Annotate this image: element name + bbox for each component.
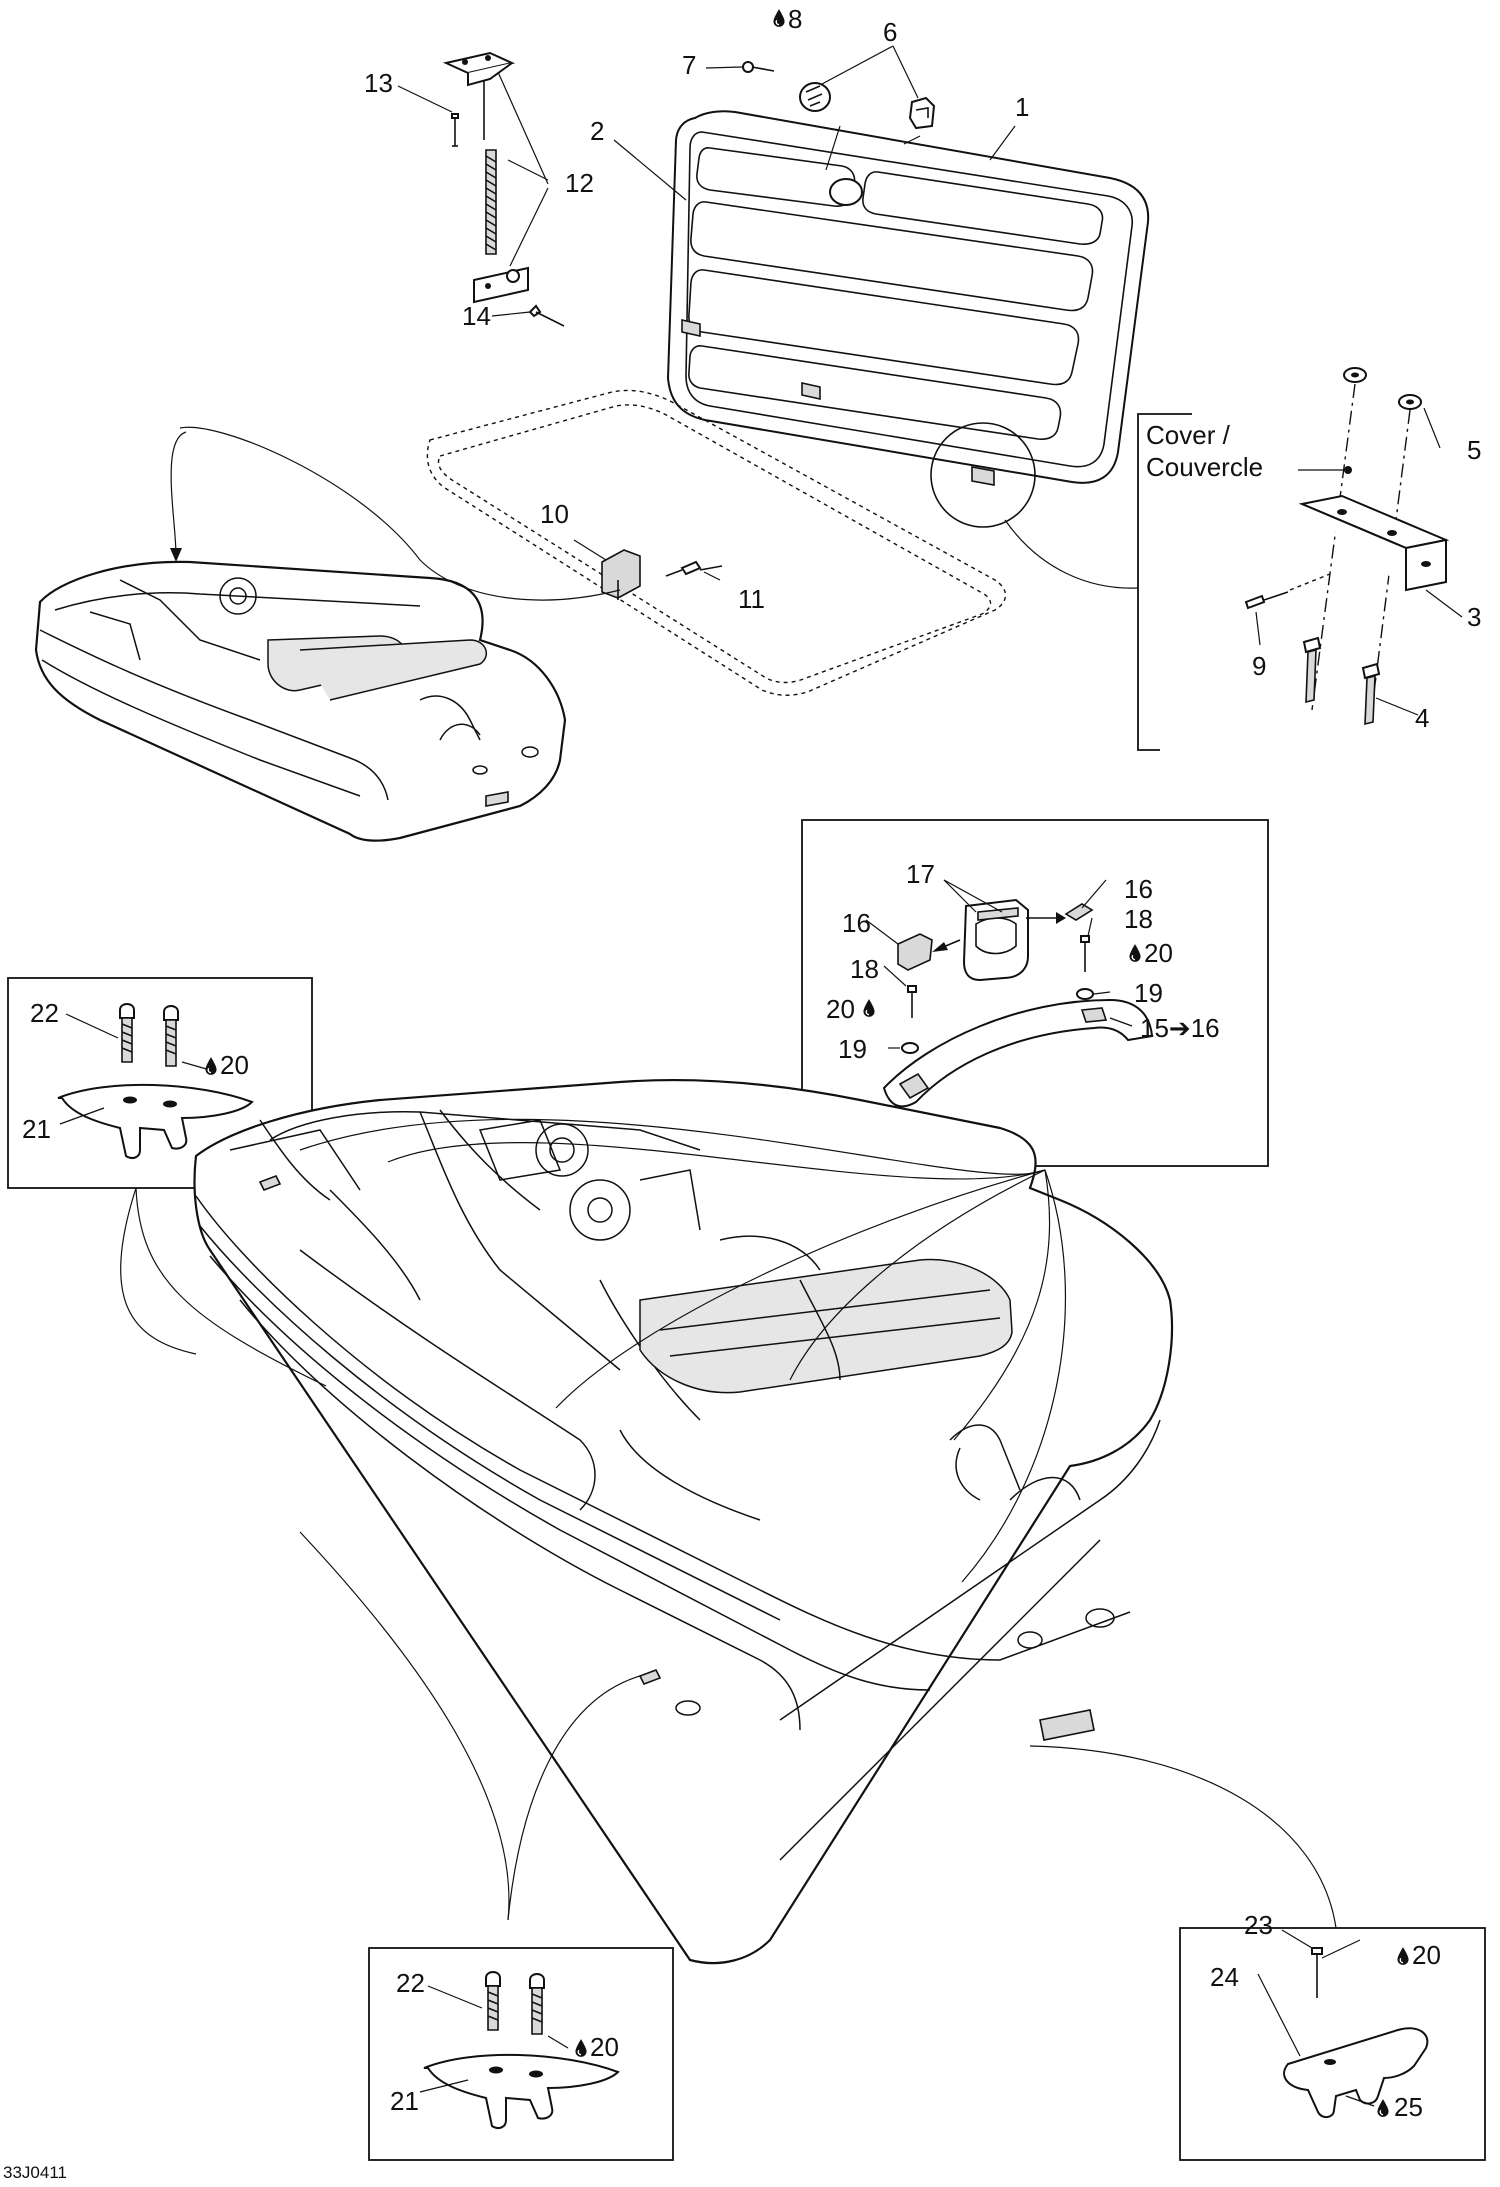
callout-10: 10 [540,499,569,529]
boat-overview-small [34,426,621,842]
cover-detail-bracket [1137,413,1192,751]
boat-overview-large [193,1078,1174,1965]
callout-20-cleat-bottom: 20 [590,2032,619,2062]
callout-16-left: 16 [842,908,871,938]
cleat-box-bottom [368,1947,674,2161]
cover-detail-group [1137,367,1450,751]
hinge-plate-3 [1298,494,1450,592]
callout-19-right: 19 [1134,978,1163,1008]
callout-22-left: 22 [30,998,59,1028]
leader-small-boat [179,426,621,601]
storage-cover-panel [666,110,1150,486]
callout-17: 17 [906,859,935,889]
drop-icon [204,1056,218,1076]
callout-21-left: 21 [22,1114,51,1144]
callout-leaders [59,45,1463,2107]
tow-bracket [1283,2027,1429,2118]
callout-19-left: 19 [838,1034,867,1064]
callout-20-cleat-left: 20 [220,1050,249,1080]
callout-14: 14 [462,301,491,331]
bracket-10 [601,549,641,600]
detail-leader [1004,519,1139,589]
callout-8: 8 [788,4,802,34]
storage-opening-outline [426,389,1007,696]
callout-11: 11 [738,584,765,614]
cleat-frame-bottom [368,1947,674,2161]
callout-7: 7 [682,50,696,80]
callout-13: 13 [364,68,393,98]
callout-labels: 1 2 3 4 5 6 7 8 9 10 11 12 13 14 15➔16 1… [3,4,1481,2182]
rivets-4 [1302,636,1381,726]
drop-icon [1128,943,1142,963]
cleat-box-left [7,977,313,1189]
rivet-13 [451,113,459,147]
grab-handle [882,998,1154,1108]
callout-1: 1 [1015,92,1029,122]
callout-22-bottom: 22 [396,1968,425,1998]
drop-icon [772,8,786,28]
cover-note-line: Couvercle [1146,452,1263,482]
callout-18-right: 18 [1124,904,1153,934]
callout-20-tow: 20 [1412,1940,1441,1970]
callout-18-left: 18 [850,954,879,984]
tow-bracket-frame [1179,1927,1486,2161]
lock-cylinder [799,82,936,130]
callout-4: 4 [1415,703,1429,733]
drop-icon [862,998,876,1018]
cover-note: Cover /Couvercle [1146,420,1263,482]
cleat-left [57,1083,254,1159]
callout-5: 5 [1467,435,1481,465]
drop-icon [1376,2098,1390,2118]
drop-icon [1396,1946,1410,1966]
callout-25: 25 [1394,2092,1423,2122]
rivet-9 [1244,573,1331,610]
rivet-11 [665,560,723,577]
callout-23: 23 [1244,1910,1273,1940]
tow-bracket-box [1179,1927,1486,2161]
callout-3: 3 [1467,602,1481,632]
callout-24: 24 [1210,1962,1239,1992]
screw-7 [742,61,775,73]
callout-12: 12 [565,168,594,198]
cover-note-line: Cover / [1146,420,1231,450]
image-code: 33J0411 [3,2163,67,2182]
leaders-large-boat [120,1118,1337,1929]
callout-20-handle-left: 20 [826,994,855,1024]
detail-circle [930,422,1036,528]
callout-16-right: 16 [1124,874,1153,904]
drop-icon [574,2038,588,2058]
storage-cover-group [426,51,1150,696]
callout-9: 9 [1252,651,1266,681]
callout-15-to-16: 15➔16 [1140,1013,1220,1043]
spring-latch-assembly [442,51,529,304]
callout-6: 6 [883,17,897,47]
cleat-bottom [423,2053,620,2129]
rivet-14 [528,304,565,327]
callout-20-handle-right: 20 [1144,938,1173,968]
callout-2: 2 [590,116,604,146]
cleat-frame-left [7,977,313,1189]
callout-21-bottom: 21 [390,2086,419,2116]
